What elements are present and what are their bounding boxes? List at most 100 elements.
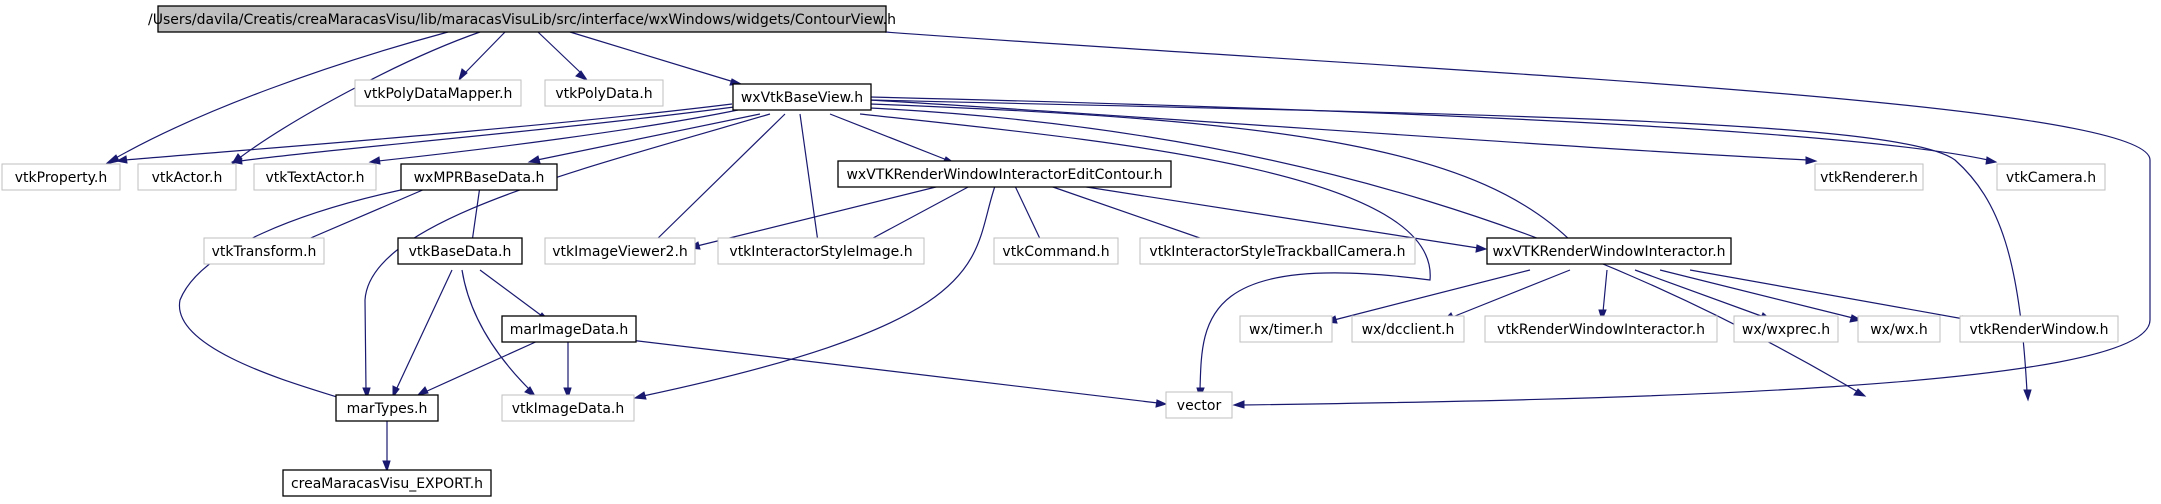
node-label: marImageData.h xyxy=(510,322,629,338)
node-box xyxy=(157,5,887,33)
node-box xyxy=(1486,237,1732,265)
node-vtkimagedata-h: vtkImageData.h xyxy=(501,394,635,422)
edge-wxvtkrwi-to-vtkrenderwindow xyxy=(1689,269,1974,324)
node-label: wx/dcclient.h xyxy=(1362,322,1455,338)
edge-root-to-vtkpolydatamapper xyxy=(458,31,506,82)
dependency-edges xyxy=(104,31,2151,473)
node-label: vtkActor.h xyxy=(152,170,223,186)
node-vtkpolydatamapper-h: vtkPolyDataMapper.h xyxy=(354,79,522,107)
node-vtkinteractorstyletrackballcamera-h: vtkInteractorStyleTrackballCamera.h xyxy=(1139,237,1416,265)
node-box xyxy=(137,163,237,191)
node-wxvtkrenderwindowinteractor-h[interactable]: wxVTKRenderWindowInteractor.h xyxy=(1486,237,1732,265)
edge-wxvtkbaseview-to-editcontour xyxy=(829,113,956,164)
node-box xyxy=(1857,315,1941,343)
node-vtkinteractorstyleimage-h: vtkInteractorStyleImage.h xyxy=(717,237,925,265)
node-wx-wxprec-h: wx/wxprec.h xyxy=(1733,315,1839,343)
edge-wxvtkbaseview-to-wxmprbasedata xyxy=(527,113,761,164)
node-box xyxy=(1959,315,2119,343)
node-box xyxy=(993,237,1119,265)
node-box xyxy=(354,79,522,107)
node-vtkactor-h: vtkActor.h xyxy=(137,163,237,191)
node-box xyxy=(1484,315,1718,343)
node-label: vtkRenderWindowInteractor.h xyxy=(1497,322,1705,338)
edge-editcontour-to-vtkimagedata xyxy=(633,185,996,400)
edge-vtkbasedata-to-marimagedata xyxy=(479,269,550,321)
edge-wxmprbasedata-to-martypes xyxy=(179,185,421,402)
node-label: vtkPolyData.h xyxy=(555,86,652,102)
node-box xyxy=(837,160,1172,188)
node-box xyxy=(1814,163,1924,191)
edge-wxvtkbaseview-to-vtkactor xyxy=(230,106,735,165)
node-box xyxy=(1733,315,1839,343)
edge-wxvtkbaseview-to-martypes xyxy=(362,113,771,400)
edge-marimagedata-to-martypes xyxy=(416,339,541,396)
node-label: wxVTKRenderWindowInteractorEditContour.h xyxy=(846,167,1162,183)
node-label: vtkCommand.h xyxy=(1002,244,1109,260)
node-label: vtkImageViewer2.h xyxy=(552,244,688,260)
node-label: vtkRenderWindow.h xyxy=(1970,322,2109,338)
node-label: vtkPolyDataMapper.h xyxy=(364,86,513,102)
node-box xyxy=(203,237,325,265)
node-box xyxy=(544,79,664,107)
node-box xyxy=(397,237,523,265)
node-label: wxMPRBaseData.h xyxy=(414,170,545,186)
node-wx-wx-h: wx/wx.h xyxy=(1857,315,1941,343)
root-file-node[interactable]: /Users/davila/Creatis/creaMaracasVisu/li… xyxy=(148,5,896,33)
node-box xyxy=(1351,315,1465,343)
node-wxvtkrenderwindowinteractoreditcontour-h[interactable]: wxVTKRenderWindowInteractorEditContour.h xyxy=(837,160,1172,188)
graph-nodes: /Users/davila/Creatis/creaMaracasVisu/li… xyxy=(1,5,2119,497)
node-label: vtkImageData.h xyxy=(512,401,624,417)
node-label: vtkCamera.h xyxy=(2006,170,2096,186)
node-label: wx/wxprec.h xyxy=(1742,322,1830,338)
edge-root-to-wxvtkbaseview xyxy=(569,31,743,86)
node-box xyxy=(1239,315,1333,343)
edge-wxvtkrwi-to-vtkrwi xyxy=(1598,269,1608,322)
node-box xyxy=(1139,237,1416,265)
edge-wxvtkrwi-to-wxwx xyxy=(1659,269,1863,323)
node-box xyxy=(717,237,925,265)
edge-marimagedata-to-vector xyxy=(629,339,1168,408)
edge-wxvtkrwi-to-wxdcclient xyxy=(1441,269,1571,322)
node-vtkrenderwindow-h: vtkRenderWindow.h xyxy=(1959,315,2119,343)
edge-wxvtkbaseview-to-vtkrenderer xyxy=(869,99,1818,165)
node-wx-timer-h: wx/timer.h xyxy=(1239,315,1333,343)
node-wxmprbasedata-h[interactable]: wxMPRBaseData.h xyxy=(400,163,558,191)
node-vtkbasedata-h[interactable]: vtkBaseData.h xyxy=(397,237,523,265)
node-vtkrenderer-h: vtkRenderer.h xyxy=(1814,163,1924,191)
node-box xyxy=(732,83,872,111)
node-vector: vector xyxy=(1165,391,1233,419)
edge-root-to-vector xyxy=(884,31,2151,409)
node-label: vtkInteractorStyleImage.h xyxy=(729,244,912,260)
node-wxvtkbaseview-h[interactable]: wxVtkBaseView.h xyxy=(732,83,872,111)
edge-wxvtkrwi-to-wxwxprec xyxy=(1634,269,1773,321)
edge-wxvtkbaseview-to-vtkproperty xyxy=(115,103,733,164)
node-label: /Users/davila/Creatis/creaMaracasVisu/li… xyxy=(148,12,896,28)
node-label: vtkRenderer.h xyxy=(1820,170,1918,186)
node-label: vtkBaseData.h xyxy=(409,244,512,260)
node-label: wxVtkBaseView.h xyxy=(741,90,863,106)
node-creamaracasvisu-export-h[interactable]: creaMaracasVisu_EXPORT.h xyxy=(282,469,492,497)
edge-wxvtkbaseview-to-vtkcamera xyxy=(869,96,1998,165)
node-label: creaMaracasVisu_EXPORT.h xyxy=(291,476,483,492)
edge-root-to-vtkproperty xyxy=(104,31,449,165)
node-martypes-h[interactable]: marTypes.h xyxy=(335,394,439,422)
node-box xyxy=(1,163,121,191)
node-vtkproperty-h: vtkProperty.h xyxy=(1,163,121,191)
edge-root-to-vtkpolydata xyxy=(537,31,589,81)
node-box xyxy=(1996,163,2106,191)
node-box xyxy=(501,315,637,343)
node-vtkcamera-h: vtkCamera.h xyxy=(1996,163,2106,191)
node-label: vtkProperty.h xyxy=(15,170,107,186)
node-wx-dcclient-h: wx/dcclient.h xyxy=(1351,315,1465,343)
node-label: vector xyxy=(1177,398,1222,414)
node-marimagedata-h[interactable]: marImageData.h xyxy=(501,315,637,343)
node-vtkpolydata-h: vtkPolyData.h xyxy=(544,79,664,107)
node-box xyxy=(1165,391,1233,419)
node-box xyxy=(400,163,558,191)
node-box xyxy=(253,163,377,191)
node-box xyxy=(282,469,492,497)
edge-vtkbasedata-to-vtkimagedata xyxy=(461,269,537,397)
node-label: vtkTransform.h xyxy=(212,244,317,260)
node-label: wxVTKRenderWindowInteractor.h xyxy=(1492,244,1725,260)
edge-marimagedata-to-vtkimagedata xyxy=(563,340,572,400)
